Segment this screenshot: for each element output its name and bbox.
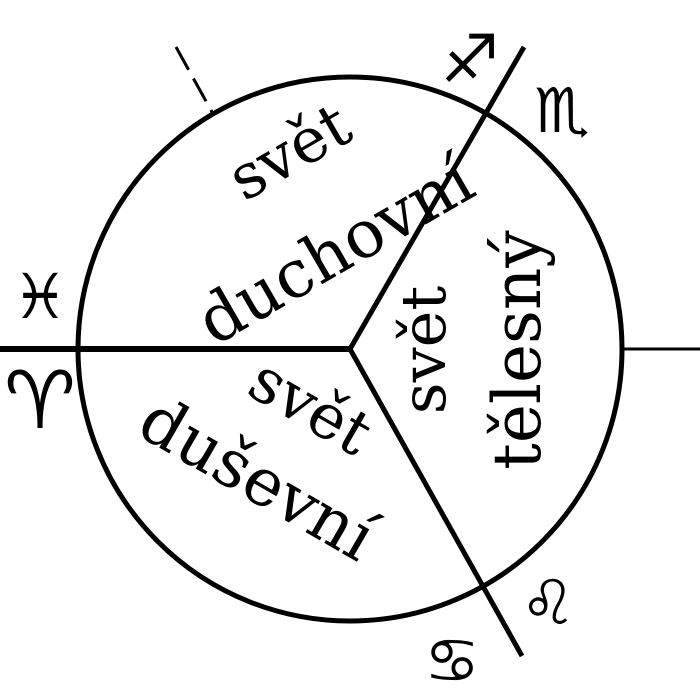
divider-lower-line <box>347 347 525 658</box>
leo-icon: ♌ <box>520 566 576 639</box>
aries-icon: ♈ <box>4 354 76 447</box>
pisces-icon: ♓ <box>12 260 68 333</box>
dashed-tick-line <box>174 46 214 113</box>
physical-world-word2: tělesný <box>479 230 556 470</box>
cancer-icon: ♋ <box>424 624 480 697</box>
divider-upper-line <box>347 45 527 351</box>
physical-world-word1: svět <box>387 286 460 415</box>
spiritual-world-word1: svět <box>215 88 363 215</box>
sagittarius-icon: ♐ <box>440 21 499 98</box>
scorpio-icon: ♏ <box>534 74 590 147</box>
